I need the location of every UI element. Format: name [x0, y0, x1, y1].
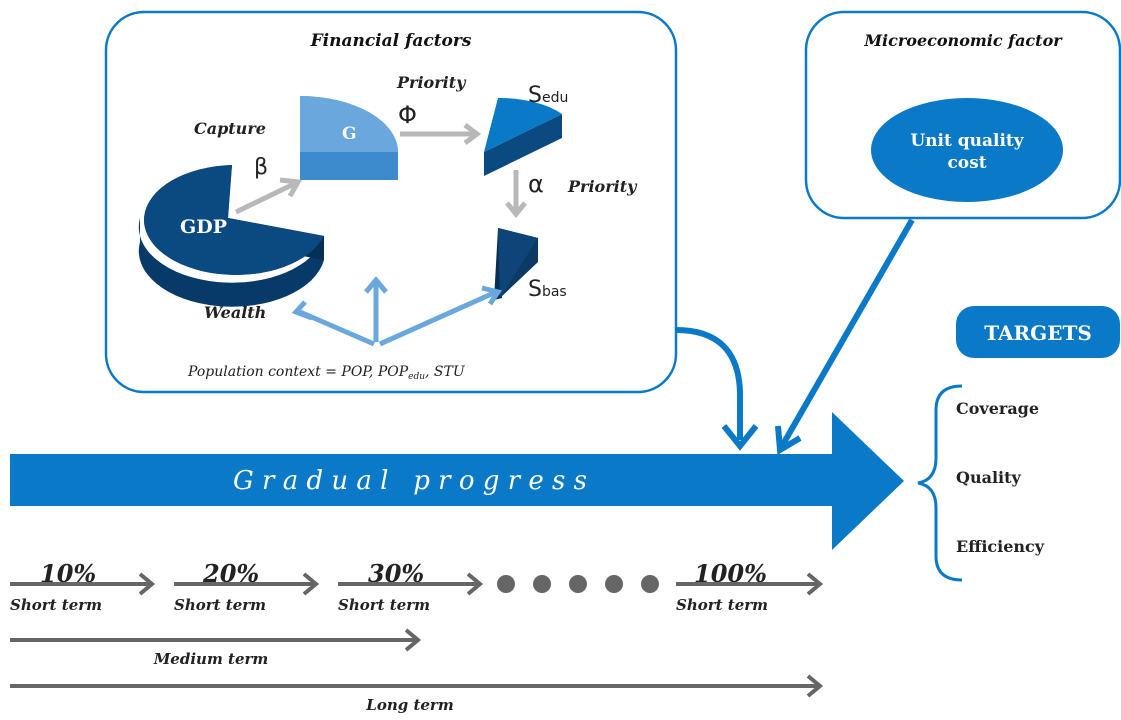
wealth-label: Wealth: [204, 303, 266, 322]
targets-title: TARGETS: [984, 321, 1092, 345]
micro-connector: [775, 218, 915, 456]
timeline: 10% Short term 20% Short term 30% Short …: [10, 559, 824, 714]
target-coverage: Coverage: [956, 399, 1039, 418]
g-pie: [300, 96, 398, 180]
alpha-symbol: α: [528, 170, 544, 198]
target-quality: Quality: [956, 468, 1021, 487]
priority-right-label: Priority: [567, 177, 638, 196]
gdp-pie: [138, 165, 324, 307]
beta-symbol: β: [254, 155, 268, 180]
step-term: Short term: [676, 596, 768, 614]
target-efficiency: Efficiency: [956, 537, 1045, 556]
financial-connector: [675, 327, 759, 451]
unit-quality-cost-line2: cost: [947, 153, 986, 173]
step-term: Short term: [338, 596, 430, 614]
gradual-progress-label: G r a d u a l p r o g r e s s: [233, 466, 587, 496]
microeconomic-box: Microeconomic factor Unit quality cost: [804, 10, 1121, 220]
s-bas-label: Sbas: [528, 277, 567, 302]
step-term: Short term: [174, 596, 266, 614]
step-term: Short term: [10, 596, 102, 614]
population-context-label: Population context = POP, POPedu, STU: [187, 364, 466, 382]
priority-top-label: Priority: [396, 73, 467, 92]
ellipsis-dots: [497, 575, 659, 593]
g-label: G: [342, 124, 357, 144]
capture-label: Capture: [194, 119, 266, 138]
s-edu-label: Sedu: [528, 83, 568, 108]
gradual-progress-arrow: [10, 412, 904, 550]
targets-badge: [956, 306, 1120, 358]
population-arrows: [291, 276, 503, 347]
long-term-label: Long term: [365, 696, 453, 714]
microeconomic-title: Microeconomic factor: [863, 31, 1063, 50]
unit-quality-cost-line1: Unit quality: [910, 131, 1024, 151]
unit-quality-cost-ellipse: [871, 98, 1063, 202]
medium-term-label: Medium term: [153, 650, 269, 668]
arrow-gdp-to-g: [234, 181, 296, 215]
financial-factors-box: Financial factors GDP Wealth G Capture β…: [104, 10, 678, 394]
s-bas-pie: [494, 228, 538, 300]
financial-factors-title: Financial factors: [310, 31, 472, 51]
phi-symbol: Φ: [398, 101, 417, 129]
s-edu-pie: [484, 97, 562, 176]
targets-brace: [917, 384, 963, 582]
gdp-label: GDP: [180, 216, 227, 238]
